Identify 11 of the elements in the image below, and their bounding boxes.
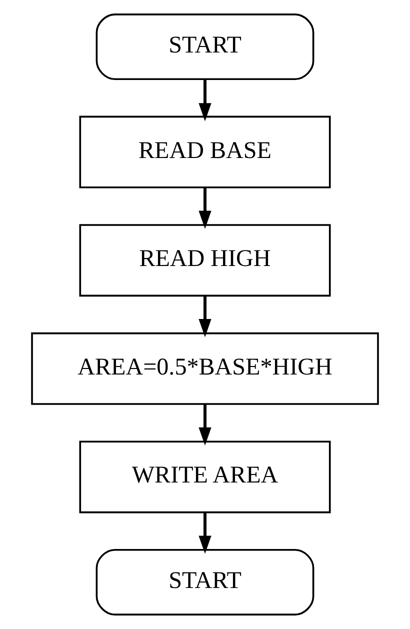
node-box: READ HIGH (79, 224, 331, 297)
arrow (198, 512, 212, 554)
node-box: AREA=0.5*BASE*HIGH (31, 332, 379, 405)
node-box: READ BASE (79, 116, 331, 188)
node-box: WRITE AREA (79, 440, 331, 514)
node-box: START (96, 549, 314, 616)
arrow (198, 187, 212, 229)
arrow (198, 296, 212, 338)
arrow (198, 404, 212, 446)
arrow (198, 80, 212, 122)
node-box: START (96, 14, 314, 80)
